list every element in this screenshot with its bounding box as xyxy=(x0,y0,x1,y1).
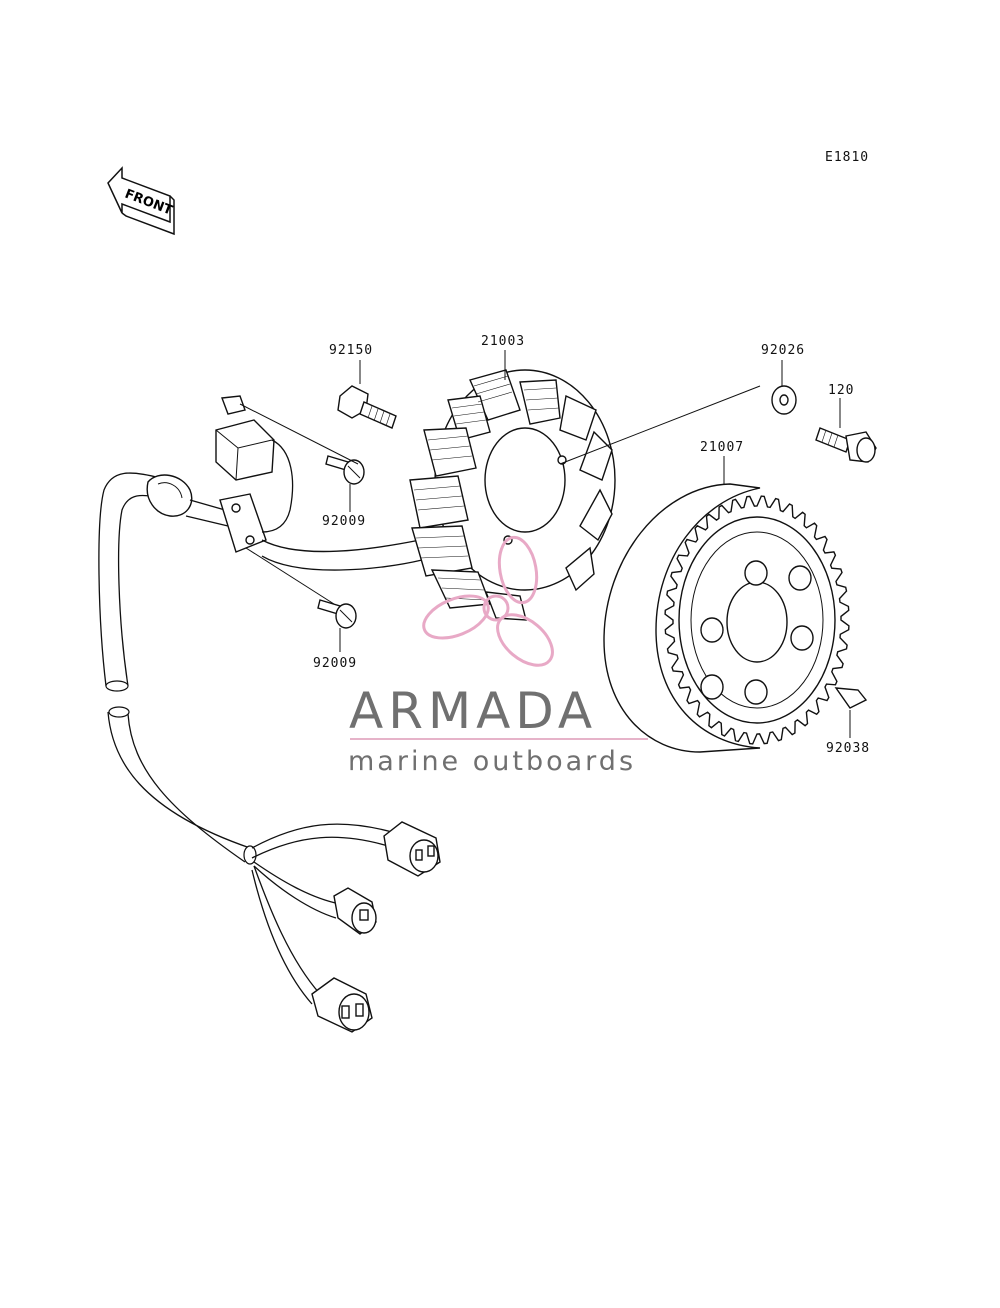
part-label-21007: 21007 xyxy=(700,440,744,455)
bolt-120 xyxy=(815,427,877,463)
stator-21003 xyxy=(409,369,616,621)
brand-watermark: ARMADA marine outboards xyxy=(348,535,648,777)
washer-92026 xyxy=(771,385,797,415)
brand-tagline: marine outboards xyxy=(348,746,636,777)
connector-b xyxy=(333,887,377,935)
bolt-92150 xyxy=(337,385,397,429)
propeller-logo-icon xyxy=(422,535,554,667)
part-label-120: 120 xyxy=(828,383,854,398)
front-arrow-icon: FRONT xyxy=(107,166,175,236)
screw-92009-upper xyxy=(325,455,365,485)
key-92038 xyxy=(834,687,868,709)
part-label-92009-lower: 92009 xyxy=(313,656,357,671)
part-label-92026: 92026 xyxy=(761,343,805,358)
part-label-92038: 92038 xyxy=(826,741,870,756)
wire-harness xyxy=(98,395,441,1033)
connector-c xyxy=(311,977,373,1033)
diagram-code: E1810 xyxy=(825,150,869,165)
part-label-21003: 21003 xyxy=(481,334,525,349)
part-label-92150: 92150 xyxy=(329,343,373,358)
screw-92009-lower xyxy=(317,599,357,629)
flywheel-21007 xyxy=(603,483,850,753)
brand-rule xyxy=(350,738,648,740)
part-label-92009-upper: 92009 xyxy=(322,514,366,529)
leader-lines xyxy=(239,350,851,738)
connector-a xyxy=(383,821,441,877)
brand-name: ARMADA xyxy=(349,682,597,740)
